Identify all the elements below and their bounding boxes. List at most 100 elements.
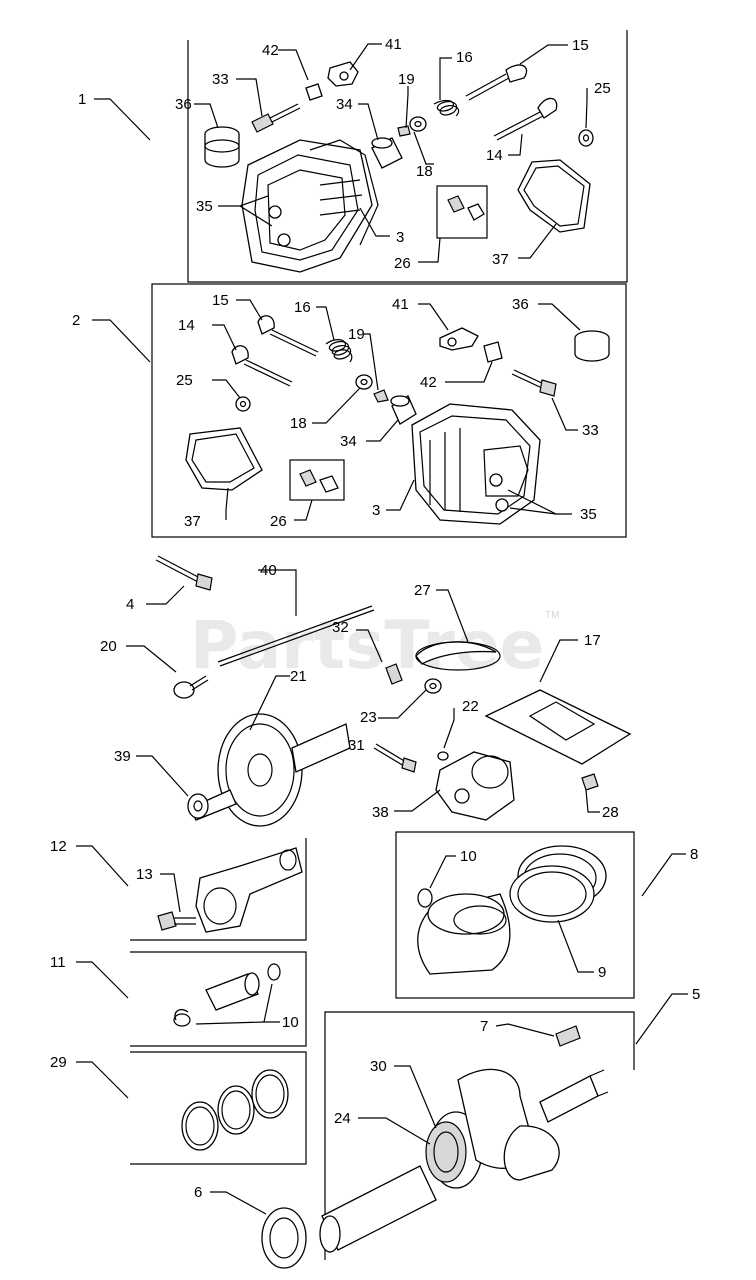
gasket-part-37a (517, 159, 591, 233)
callout-41a: 41 (385, 36, 402, 53)
group-11-box (130, 951, 307, 1047)
callout-14b: 14 (178, 317, 195, 334)
callout-16a: 16 (456, 49, 473, 66)
clip-part-10a (417, 888, 433, 908)
callout-27: 27 (414, 582, 431, 599)
callout-33b: 33 (582, 422, 599, 439)
callout-21: 21 (290, 668, 307, 685)
washer-part-25b (235, 396, 251, 412)
leaders-group-1 (94, 43, 588, 263)
callout-37b: 37 (184, 513, 201, 530)
plate-part-17 (484, 689, 632, 765)
callout-35a: 35 (196, 198, 213, 215)
group-5-box (324, 1011, 635, 1260)
oil-pump-part-38 (435, 751, 515, 821)
key-part-7 (555, 1025, 581, 1047)
callout-34b: 34 (340, 433, 357, 450)
leaders-middle (126, 569, 600, 813)
callout-18a: 18 (416, 163, 433, 180)
bolt-part-28 (581, 773, 599, 791)
gear-part-24 (425, 1121, 467, 1183)
clip-part-10b (173, 963, 281, 1027)
piston-part-8 (417, 893, 511, 975)
callout-15a: 15 (572, 37, 589, 54)
kit-part-26a (436, 185, 488, 239)
callout-25b: 25 (176, 372, 193, 389)
callout-25a: 25 (594, 80, 611, 97)
bolt-part-33a (251, 103, 301, 133)
callout-40: 40 (260, 562, 277, 579)
bolt-part-31 (373, 743, 417, 773)
callout-26a: 26 (394, 255, 411, 272)
group-29-box (130, 1051, 307, 1165)
callout-36b: 36 (512, 296, 529, 313)
valve-part-15b (257, 315, 319, 357)
callout-17: 17 (584, 632, 601, 649)
bolt-part-4 (155, 555, 213, 591)
leaders-group-8 (429, 853, 686, 973)
seal-part-36b (574, 330, 610, 362)
callout-7: 7 (480, 1018, 488, 1035)
callout-16b: 16 (294, 299, 311, 316)
callout-3b: 3 (372, 502, 380, 519)
rocker-part-41a (327, 61, 359, 87)
callout-35b: 35 (580, 506, 597, 523)
washer-part-18a (409, 116, 427, 132)
valve-part-14a (493, 97, 558, 141)
callout-28: 28 (602, 804, 619, 821)
cylinder-head-part-3b (411, 403, 541, 525)
callout-2: 2 (72, 312, 80, 329)
callout-18b: 18 (290, 415, 307, 432)
callout-10b: 10 (282, 1014, 299, 1031)
callout-42a: 42 (262, 42, 279, 59)
push-rod-part-40 (217, 605, 375, 667)
callout-6: 6 (194, 1184, 202, 1201)
spring-part-16a (433, 99, 460, 117)
leaders-group-29 (76, 1061, 129, 1099)
callout-39: 39 (114, 748, 131, 765)
piston-pin-part-11 (205, 972, 260, 1011)
callout-24: 24 (334, 1110, 351, 1127)
callout-19a: 19 (398, 71, 415, 88)
watermark: PartsTree (190, 607, 544, 684)
rings-part-9 (509, 845, 607, 923)
callout-38: 38 (372, 804, 389, 821)
bolt-part-33b (511, 369, 557, 397)
callout-10a: 10 (460, 848, 477, 865)
retainer-part-19a (397, 125, 411, 137)
watermark-tm: TM (545, 610, 559, 621)
callout-15b: 15 (212, 292, 229, 309)
cam-gear-part-21 (189, 713, 351, 827)
rocker-part-41b (439, 327, 479, 351)
group-1-box (187, 30, 628, 283)
callout-33a: 33 (212, 71, 229, 88)
oring-part-22 (437, 751, 449, 761)
callout-42b: 42 (420, 374, 437, 391)
guide-part-34a (371, 137, 403, 169)
group-8-box (395, 831, 635, 999)
bolt-part-13 (157, 911, 196, 931)
kit-part-26b (289, 459, 345, 501)
callout-14a: 14 (486, 147, 503, 164)
callout-36a: 36 (175, 96, 192, 113)
tappet-part-20 (173, 675, 209, 699)
callout-30: 30 (370, 1058, 387, 1075)
valve-part-15a (465, 64, 528, 101)
callout-1: 1 (78, 91, 86, 108)
seal-part-6 (261, 1207, 307, 1269)
callout-19b: 19 (348, 326, 365, 343)
cylinder-head-part-3a (241, 139, 379, 273)
callout-11: 11 (50, 954, 66, 971)
retainer-part-19b (373, 389, 389, 403)
oil-screen-part-27 (415, 641, 501, 671)
washer-part-23 (424, 678, 442, 694)
callout-13: 13 (136, 866, 153, 883)
callout-37a: 37 (492, 251, 509, 268)
valve-part-14b (231, 345, 293, 387)
pivot-part-42a (305, 83, 323, 101)
callout-23: 23 (360, 709, 377, 726)
callout-41b: 41 (392, 296, 409, 313)
pivot-part-42b (483, 341, 503, 363)
ring-set-part-29 (181, 1069, 289, 1151)
